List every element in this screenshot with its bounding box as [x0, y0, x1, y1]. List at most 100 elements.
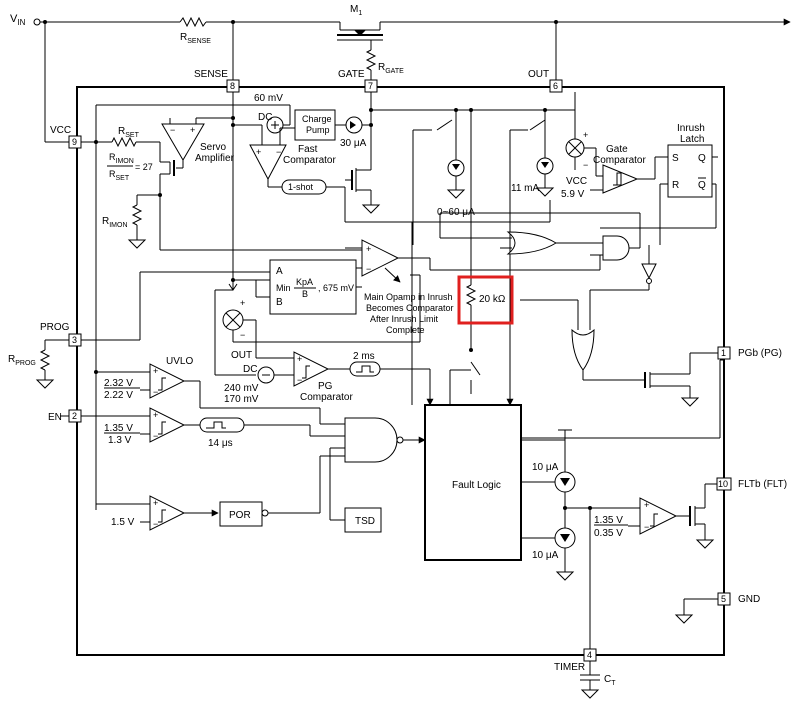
fast-comp-label-2: Comparator — [283, 155, 336, 166]
svg-text:−: − — [153, 387, 158, 397]
us14-label: 14 μs — [208, 438, 233, 449]
ua30-label: 30 μA — [340, 138, 367, 149]
fast-comp-label-1: Fast — [298, 144, 318, 155]
svg-text:6: 6 — [553, 81, 558, 91]
r20k-label: 20 kΩ — [479, 294, 506, 305]
por-comparator: + − — [95, 495, 321, 531]
svg-text:+: + — [644, 500, 649, 510]
svg-text:−: − — [170, 125, 175, 135]
one-shot-label: 1-shot — [288, 182, 314, 192]
latch-s: S — [672, 153, 679, 164]
svg-text:7: 7 — [368, 81, 373, 91]
min-text: Min — [276, 283, 291, 293]
rgate-resistor — [365, 49, 377, 71]
dc-source-pg — [257, 366, 294, 384]
svg-text:8: 8 — [230, 81, 235, 91]
rprog-label: RPROG — [8, 354, 36, 367]
gate-comparator: + − — [565, 92, 668, 194]
m1-label: M1 — [350, 4, 362, 17]
ms2-label: 2 ms — [353, 351, 375, 362]
svg-text:3: 3 — [72, 335, 77, 345]
v232-label: 2.32 V — [104, 378, 133, 389]
min-tail: , 675 mV — [318, 283, 354, 293]
svg-text:+: + — [256, 147, 261, 157]
charge-pump-label-2: Pump — [306, 125, 330, 135]
latch-r: R — [672, 180, 679, 191]
svg-text:+: + — [190, 125, 195, 135]
dc-label-2: DC — [243, 364, 257, 375]
pin-en: 2 — [60, 409, 82, 423]
v59-label: 5.9 V — [561, 189, 585, 200]
pgb-label: PGb (PG) — [738, 348, 782, 359]
svg-text:−: − — [153, 431, 158, 441]
pg-comp-label-2: Comparator — [300, 392, 353, 403]
svg-text:5: 5 — [721, 594, 726, 604]
or-gate-2 — [520, 299, 645, 381]
out-label: OUT — [528, 69, 549, 80]
main-opamp-label-4: Complete — [386, 325, 425, 335]
ua10a-label: 10 μA — [532, 462, 559, 473]
svg-text:+: + — [153, 498, 158, 508]
main-opamp-label-1: Main Opamp in Inrush — [364, 292, 453, 302]
svg-text:10: 10 — [718, 479, 728, 489]
highlight-box — [457, 275, 514, 325]
current-sink-11ma — [506, 108, 555, 406]
main-opamp-label-3: After Inrush Limit — [370, 314, 439, 324]
rimon-ratio-bot: RSET — [109, 169, 130, 182]
servo-amp-label-1: Servo — [200, 142, 227, 153]
svg-text:+: + — [153, 410, 158, 420]
v222-label: 2.22 V — [104, 390, 133, 401]
pin-gnd: 5 — [674, 592, 731, 624]
ic-boundary — [76, 86, 725, 656]
fast-comparator: + − — [249, 127, 345, 195]
latch-qbar: Q — [698, 180, 706, 191]
out-multiplier: + − — [214, 274, 421, 376]
por-label: POR — [229, 510, 251, 521]
charge-pump-label-1: Charge — [302, 114, 332, 124]
svg-text:+: + — [240, 298, 245, 308]
svg-text:−: − — [583, 160, 588, 170]
gate-comp-label-2: Comparator — [593, 155, 646, 166]
pin-timer: 4 — [580, 648, 600, 699]
svg-text:4: 4 — [587, 650, 592, 660]
v13-label: 1.3 V — [108, 435, 132, 446]
pg-output-fet — [644, 352, 718, 407]
rimon-ratio-top: RIMON — [109, 152, 134, 165]
vin-label: VIN — [10, 13, 26, 27]
mv170-label: 170 mV — [224, 394, 259, 405]
vcc-ref-label: VCC — [566, 176, 587, 187]
gate-label: GATE — [338, 69, 365, 80]
pin-flt: 10 — [716, 477, 732, 491]
ct-label: CT — [604, 674, 616, 687]
v15-label: 1.5 V — [111, 517, 135, 528]
ua10b-label: 10 μA — [532, 550, 559, 561]
charge-pump — [294, 109, 371, 141]
svg-text:−: − — [297, 375, 302, 385]
rsense-resistor — [179, 16, 207, 28]
svg-text:1: 1 — [721, 348, 726, 358]
m1-mosfet — [337, 22, 383, 50]
inverter-1 — [589, 245, 657, 330]
sense-label: SENSE — [194, 69, 228, 80]
v135a-label: 1.35 V — [104, 423, 133, 434]
r20k-resistor — [449, 108, 481, 405]
svg-text:+: + — [297, 354, 302, 364]
v035-label: 0.35 V — [594, 528, 623, 539]
current-source-10ua-down — [521, 508, 576, 581]
servo-amplifier: − + — [81, 104, 370, 510]
uvlo-comparator: + − — [94, 363, 345, 425]
pin-sense: 8 — [226, 22, 240, 93]
min-function-block — [81, 259, 362, 341]
svg-text:+: + — [153, 366, 158, 376]
flt-label: FLTb (FLT) — [738, 479, 787, 490]
svg-text:−: − — [153, 519, 158, 529]
pin-pgb: 1 — [717, 346, 731, 360]
pin-out: 6 — [549, 22, 563, 93]
svg-text:+: + — [583, 130, 588, 140]
gnd-label: GND — [738, 594, 760, 605]
svg-text:−: − — [366, 264, 371, 274]
min-frac-bot: B — [302, 289, 308, 299]
rset-label: RSET — [118, 126, 140, 139]
main-opamp: + − — [345, 222, 601, 287]
or-gate-1 — [440, 231, 603, 255]
